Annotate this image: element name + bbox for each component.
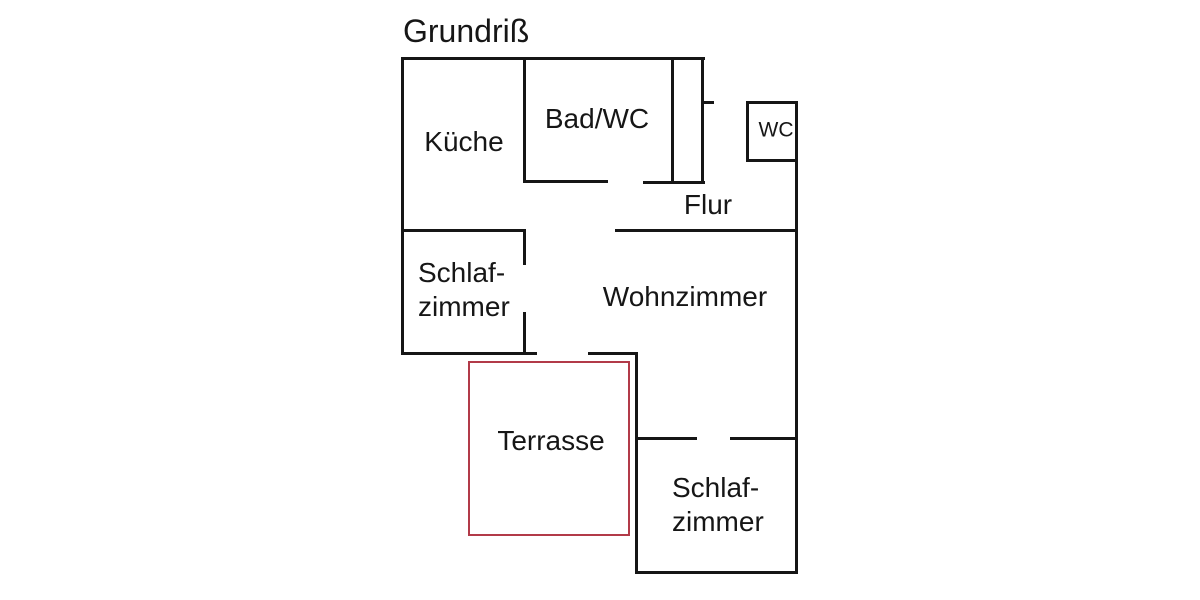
room-label-line: Flur <box>683 189 733 220</box>
kueche-bad-divider-wall <box>523 57 526 183</box>
room-label-line: zimmer <box>418 291 510 322</box>
schlafzimmer2-north-wall-east <box>730 437 798 440</box>
right-outer-wall <box>795 101 798 574</box>
room-label-flur: Flur <box>684 188 732 222</box>
room-label-line: Schlaf- <box>672 472 760 503</box>
schlafzimmer2-south-wall <box>635 571 798 574</box>
room-label-wohnzimmer: Wohnzimmer <box>603 280 767 314</box>
room-label-line: Bad/WC <box>544 103 650 134</box>
wohnzimmer-south-stub-wall <box>588 352 638 355</box>
schlafzimmer1-south-wall <box>401 352 537 355</box>
wc-south-wall <box>746 159 798 162</box>
room-label-line: Küche <box>424 126 504 157</box>
bad-south-wall-west <box>523 180 608 183</box>
schlafzimmer1-north-wall <box>401 229 526 232</box>
room-label-line: Schlaf- <box>418 257 506 288</box>
room-label-wc: WC <box>759 118 794 143</box>
schlafzimmer1-east-wall-upper <box>523 229 526 265</box>
room-label-schlafzimmer-1: Schlaf-zimmer <box>418 256 510 324</box>
schlafzimmer1-east-wall-lower <box>523 312 526 355</box>
room-label-kueche: Küche <box>424 125 503 159</box>
room-label-line: WC <box>758 118 794 142</box>
flur-north-stub-wall <box>701 101 714 104</box>
bad-south-wall-east <box>643 181 705 184</box>
wc-north-wall <box>746 101 798 104</box>
room-label-bad-wc: Bad/WC <box>545 102 649 136</box>
room-label-line: Wohnzimmer <box>602 281 768 312</box>
plan-title: Grundriß <box>403 13 530 49</box>
terrasse-outline <box>468 361 630 536</box>
shaft-right-wall <box>701 57 704 184</box>
top-outer-wall <box>401 57 705 60</box>
room-label-terrasse: Terrasse <box>497 424 604 458</box>
room-label-line: zimmer <box>672 506 764 537</box>
shaft-left-wall <box>671 57 674 184</box>
wc-west-wall <box>746 101 749 162</box>
flur-south-wall <box>615 229 798 232</box>
schlafzimmer2-west-wall <box>635 352 638 574</box>
room-label-line: Terrasse <box>497 425 605 456</box>
left-outer-wall <box>401 57 404 355</box>
schlafzimmer2-north-wall-west <box>635 437 697 440</box>
room-label-schlafzimmer-2: Schlaf-zimmer <box>672 471 764 539</box>
